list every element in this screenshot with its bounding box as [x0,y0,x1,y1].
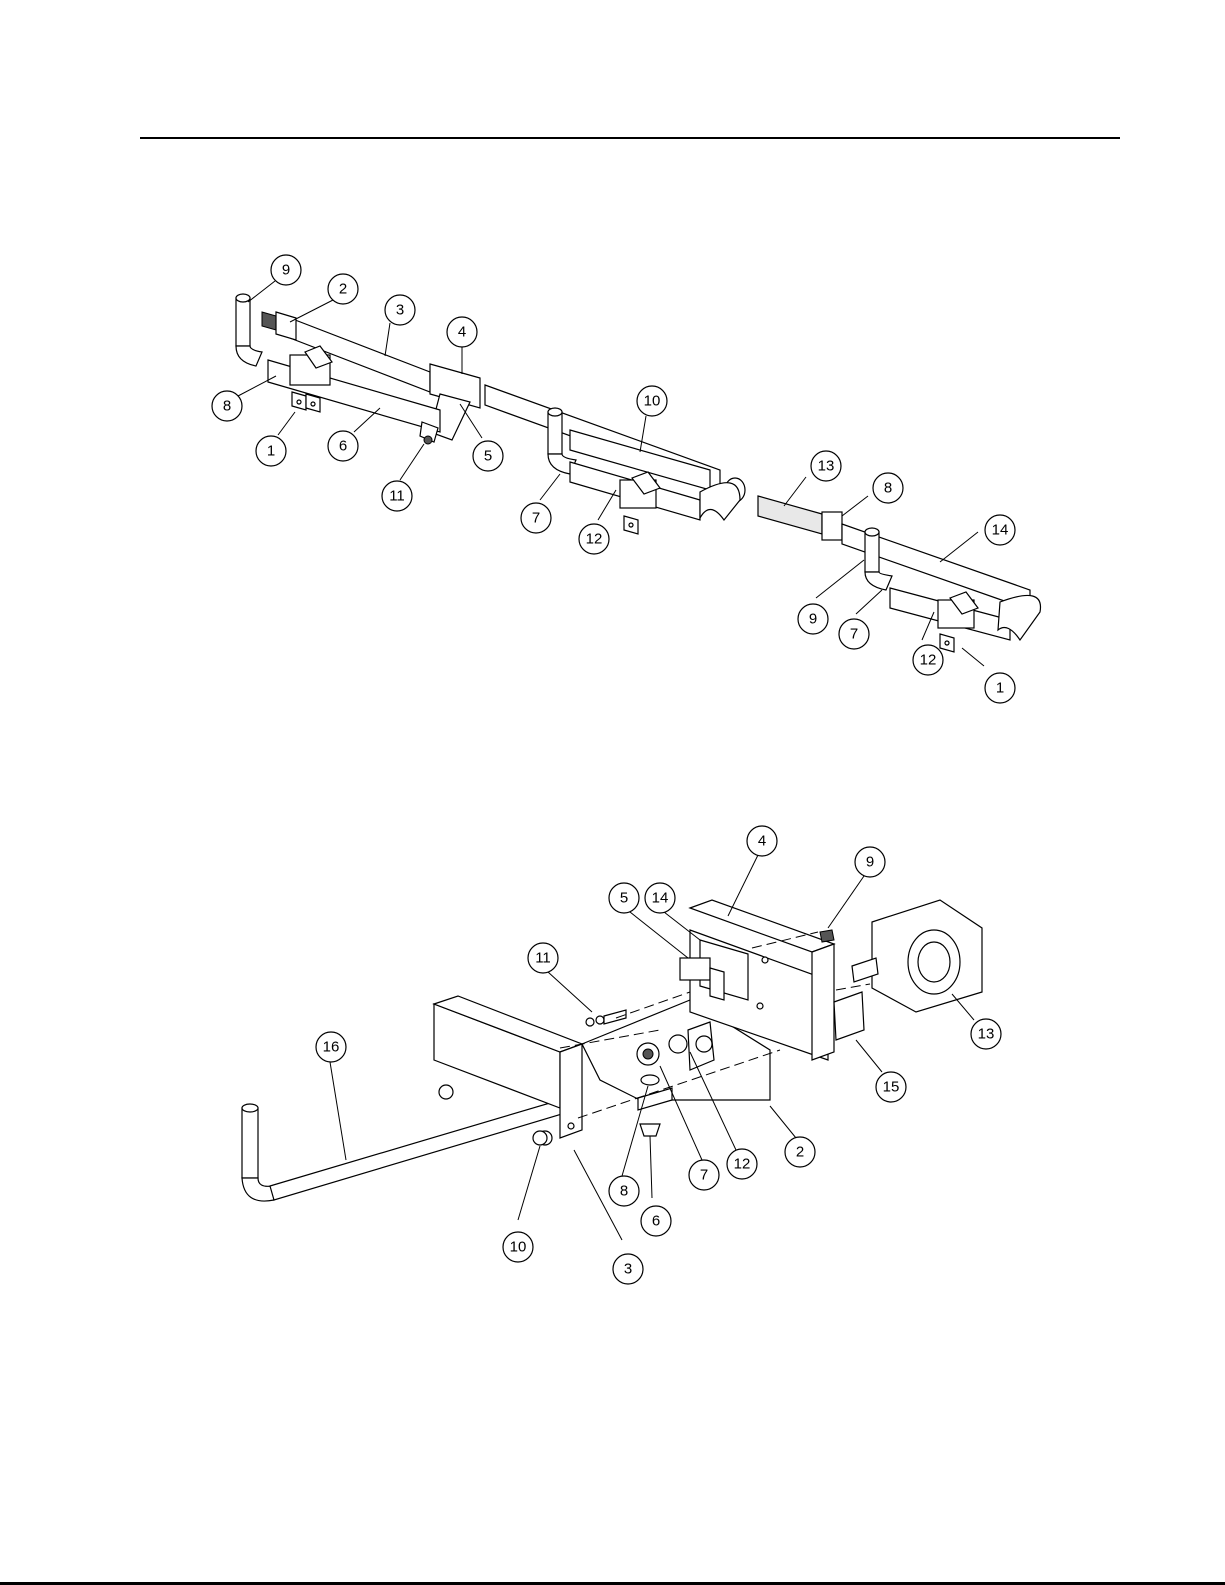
callout-bottom-8: 8 [609,1176,639,1206]
callout-bottom-14: 14 [645,883,675,913]
callout-top-4: 4 [447,317,477,347]
callout-top-14: 14 [985,515,1015,545]
callout-top-1b: 1 [985,673,1015,703]
callout-bottom-2: 2 [785,1137,815,1167]
svg-text:6: 6 [652,1213,660,1230]
threaded-fitting [262,312,296,340]
svg-text:8: 8 [620,1183,628,1200]
svg-text:9: 9 [866,854,874,871]
callout-top-5: 5 [473,441,503,471]
callout-bottom-13: 13 [971,1019,1001,1049]
svg-text:12: 12 [734,1156,751,1173]
callout-top-8b: 8 [873,473,903,503]
callout-bottom-12: 12 [727,1149,757,1179]
svg-text:10: 10 [644,393,661,410]
callout-bottom-9: 9 [855,847,885,877]
callout-top-12: 12 [579,524,609,554]
callout-bottom-5: 5 [609,883,639,913]
callout-top-7b: 7 [839,619,869,649]
svg-text:1: 1 [267,443,275,460]
callout-bottom-10: 10 [503,1232,533,1262]
svg-text:4: 4 [758,833,766,850]
svg-text:5: 5 [620,890,628,907]
svg-text:3: 3 [624,1261,632,1278]
middle-valve [620,472,660,534]
callout-top-3: 3 [385,295,415,325]
svg-text:14: 14 [992,522,1009,539]
control-rod [242,1100,562,1201]
svg-text:10: 10 [510,1239,527,1256]
callout-top-2: 2 [328,274,358,304]
svg-text:13: 13 [978,1026,995,1043]
svg-text:12: 12 [920,652,937,669]
svg-text:9: 9 [282,262,290,279]
callout-top-12b: 12 [913,645,943,675]
svg-text:11: 11 [389,488,405,505]
callout-bottom-16: 16 [316,1032,346,1062]
callout-top-7: 7 [521,503,551,533]
right-valve [938,592,978,652]
svg-text:9: 9 [809,611,817,628]
left-valve [290,346,332,412]
svg-text:15: 15 [883,1079,900,1096]
svg-text:6: 6 [339,438,347,455]
svg-text:2: 2 [339,281,347,298]
callout-top-6: 6 [328,431,358,461]
callout-top-8: 8 [212,391,242,421]
svg-text:14: 14 [652,890,669,907]
svg-text:11: 11 [535,950,551,967]
callout-top-10: 10 [637,386,667,416]
svg-text:7: 7 [532,510,540,527]
callout-bottom-6: 6 [641,1206,671,1236]
svg-text:7: 7 [850,626,858,643]
svg-text:2: 2 [796,1144,804,1161]
svg-text:5: 5 [484,448,492,465]
callout-top-1: 1 [256,436,286,466]
callout-top-13: 13 [811,451,841,481]
callout-bottom-3: 3 [613,1254,643,1284]
callout-bottom-11: 11 [528,943,558,973]
svg-text:16: 16 [323,1039,340,1056]
svg-text:3: 3 [396,302,404,319]
svg-text:8: 8 [884,480,892,497]
svg-text:1: 1 [996,680,1004,697]
svg-text:12: 12 [586,531,603,548]
callout-bottom-15: 15 [876,1072,906,1102]
svg-text:13: 13 [818,458,835,475]
left-elbow [236,294,262,366]
callout-top-9: 9 [271,255,301,285]
svg-text:7: 7 [700,1167,708,1184]
callout-bottom-7: 7 [689,1160,719,1190]
callout-top-11: 11 [382,481,412,511]
callout-bottom-4: 4 [747,826,777,856]
svg-text:4: 4 [458,324,466,341]
svg-text:8: 8 [223,398,231,415]
callout-top-9b: 9 [798,604,828,634]
gas-valve [852,900,982,1012]
